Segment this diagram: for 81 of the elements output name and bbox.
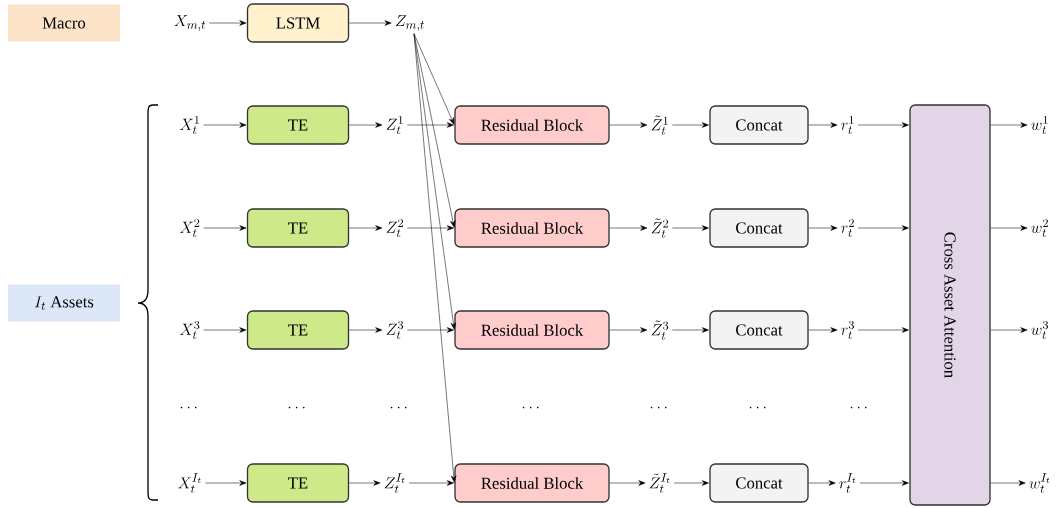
attention-box: Cross Asset Attention — [909, 104, 991, 506]
tag-band: $\mathrm{Macro}$ — [8, 4, 120, 42]
variable-label: $X_t^{3}$ — [179, 320, 200, 339]
arrow — [407, 225, 454, 231]
process-box: TE — [246, 310, 350, 350]
arrow — [407, 122, 454, 128]
arrow — [673, 480, 709, 486]
variable-label: $w_t^{1}$ — [1031, 115, 1048, 134]
process-box: TE — [246, 208, 350, 248]
process-box: Residual Block — [454, 310, 610, 350]
tag-band: $I_t\ \mathrm{Assets}$ — [8, 284, 120, 322]
variable-label: $\tilde{Z}_t^{2}$ — [651, 218, 669, 238]
variable-label: $r_t^{3}$ — [841, 320, 854, 339]
ellipsis-label: $\cdots$ — [288, 406, 305, 409]
variable-label: $Z_{m,t}$ — [395, 15, 424, 31]
process-box: Residual Block — [454, 105, 610, 145]
arrow — [413, 33, 457, 483]
ellipsis-label: $\cdots$ — [850, 406, 867, 409]
process-box: $\mathrm{LSTM}$ — [246, 3, 350, 43]
variable-label: $r_t^{1}$ — [841, 115, 854, 134]
arrow — [407, 327, 454, 333]
arrow — [348, 327, 383, 333]
arrow — [990, 480, 1026, 486]
arrow — [859, 480, 909, 486]
variable-label: $X_t^{1}$ — [179, 115, 199, 134]
arrow — [857, 122, 909, 128]
arrow — [348, 20, 392, 26]
arrow — [348, 122, 383, 128]
arrow — [203, 122, 247, 128]
ellipsis-label: $\cdots$ — [749, 406, 766, 409]
ellipsis-label: $\cdots$ — [522, 406, 539, 409]
arrow — [808, 480, 836, 486]
arrow — [203, 225, 247, 231]
arrow — [808, 225, 838, 231]
variable-label: $X_t^{2}$ — [179, 218, 200, 237]
arrow — [808, 327, 838, 333]
variable-label: $X_{m,t}$ — [174, 15, 206, 31]
variable-label: $w_t^{3}$ — [1031, 320, 1049, 339]
variable-label: $Z_t^{I_t}$ — [384, 473, 405, 493]
variable-label: $w_t^{2}$ — [1031, 218, 1048, 237]
arrow — [203, 327, 247, 333]
process-box: Concat — [709, 310, 809, 350]
arrow — [348, 480, 381, 486]
arrow — [990, 122, 1028, 128]
process-box: TE — [246, 463, 350, 503]
variable-label: $Z_t^{3}$ — [386, 320, 404, 339]
variable-label: $r_t^{I_t}$ — [839, 473, 856, 493]
arrow — [609, 225, 648, 231]
arrow — [857, 225, 909, 231]
arrow — [413, 33, 455, 125]
arrow — [990, 225, 1028, 231]
ellipsis-label: $\cdots$ — [180, 406, 197, 409]
variable-label: $\tilde{Z}_t^{3}$ — [651, 320, 669, 340]
process-box: Concat — [709, 105, 809, 145]
process-box: Residual Block — [454, 463, 610, 503]
process-box: Residual Block — [454, 208, 610, 248]
process-box: TE — [246, 105, 350, 145]
arrow — [609, 122, 648, 128]
variable-label: $w_t^{I_t}$ — [1029, 473, 1050, 493]
arrow — [609, 480, 646, 486]
arrow — [857, 327, 909, 333]
arrow — [205, 480, 247, 486]
ellipsis-label: $\cdots$ — [650, 406, 667, 409]
arrow — [808, 122, 838, 128]
variable-label: $\tilde{Z}_t^{1}$ — [651, 115, 668, 135]
arrow — [672, 327, 709, 333]
arrow — [348, 225, 383, 231]
ellipsis-label: $\cdots$ — [390, 406, 407, 409]
variable-label: $r_t^{2}$ — [841, 218, 854, 237]
arrow — [672, 122, 709, 128]
variable-label: $Z_t^{1}$ — [386, 115, 403, 134]
arrow — [609, 327, 648, 333]
variable-label: $X_t^{I_t}$ — [178, 473, 201, 493]
variable-label: $Z_t^{2}$ — [386, 218, 404, 237]
arrow — [672, 225, 709, 231]
process-box: Concat — [709, 208, 809, 248]
arrow — [208, 20, 247, 26]
arrow — [990, 327, 1028, 333]
variable-label: $\tilde{Z}_t^{I_t}$ — [649, 473, 670, 493]
arrow — [408, 480, 454, 486]
process-box: Concat — [709, 463, 809, 503]
